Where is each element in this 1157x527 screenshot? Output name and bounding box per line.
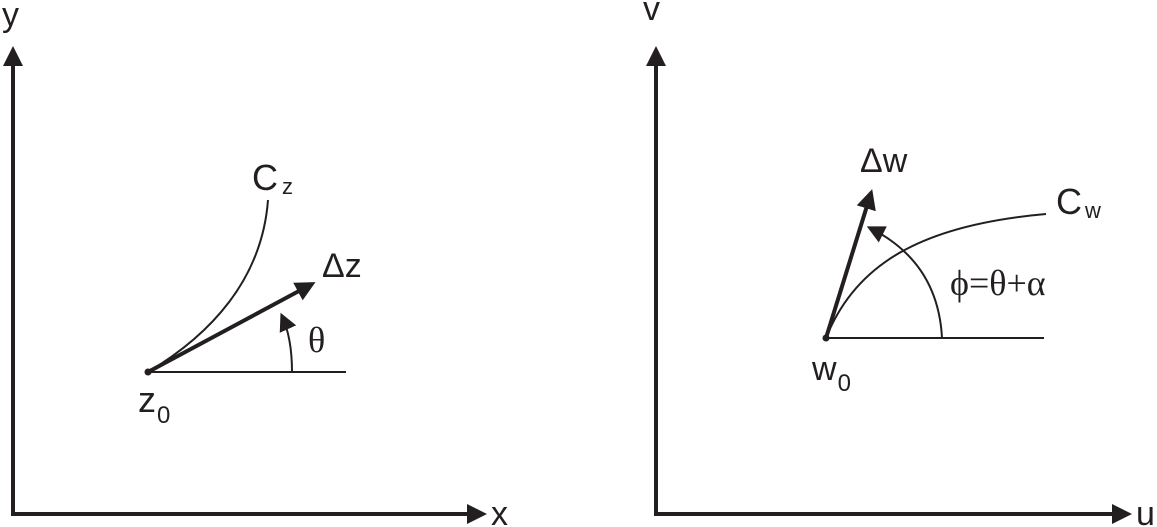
point-z0 [144, 368, 152, 376]
angle-theta-label: θ [308, 320, 325, 360]
curve-cw [825, 213, 1047, 339]
angle-theta-arc [279, 312, 297, 373]
z-plane-y-axis-label: y [2, 0, 19, 34]
curve-cz [147, 199, 269, 373]
angle-phi-label: ϕ=θ+α [950, 263, 1046, 303]
vector-delta-w [824, 189, 876, 339]
angle-phi-arc [866, 226, 943, 339]
vector-delta-z-label: Δz [322, 247, 362, 285]
w-plane-u-axis-label: u [1136, 495, 1155, 527]
point-w0-label: w0 [811, 350, 851, 397]
point-w0 [822, 334, 830, 342]
z-plane-x-axis-label: x [491, 495, 508, 527]
vector-delta-w-label: Δw [860, 142, 908, 180]
w-plane-v-axis-label: v [643, 0, 660, 28]
point-z0-label: z0 [138, 379, 170, 429]
vector-delta-z [147, 282, 316, 374]
